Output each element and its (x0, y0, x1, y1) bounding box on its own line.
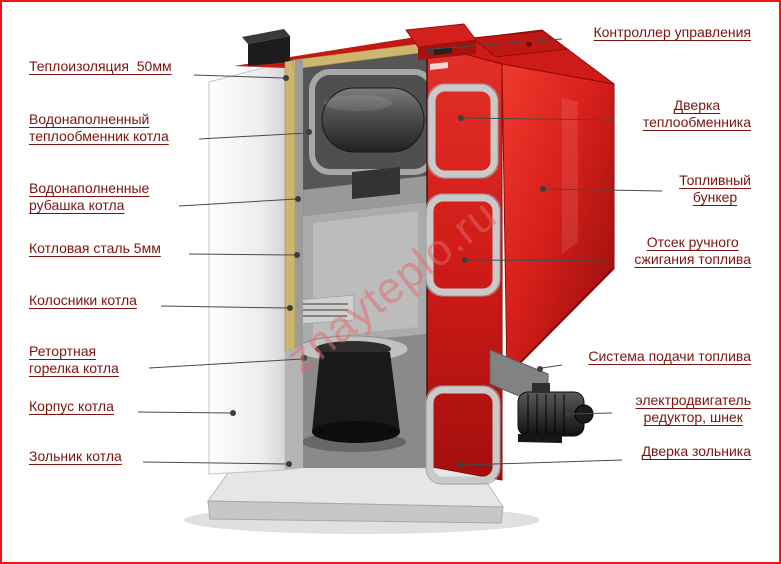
retort-burner (297, 335, 409, 443)
leader-water-jacket (178, 198, 297, 207)
leader-insulation (193, 74, 285, 79)
leader-ash-door (462, 459, 623, 466)
label-manual-compartment: Отсек ручного сжигания топлива (634, 234, 751, 268)
leader-retort-burner (148, 358, 303, 369)
leader-fuel-bunker (544, 188, 663, 192)
heat-exchanger-chamber (303, 46, 435, 190)
fuel-feed-system (489, 349, 594, 443)
boiler-steel-layer (295, 59, 303, 348)
leader-lines (137, 38, 663, 466)
boiler-casing (208, 61, 286, 475)
leader-manual-compartment (466, 259, 610, 262)
label-feed-system: Система подачи топлива (588, 348, 751, 364)
flue-slot (352, 167, 400, 199)
label-insulation: Теплоизоляция 50мм (29, 58, 172, 74)
leader-controller (431, 38, 563, 50)
label-controller: Контроллер управления (593, 24, 751, 40)
label-heat-exchanger: Водонаполненный теплообменник котла (29, 111, 169, 145)
bunker-lid (470, 30, 569, 58)
label-grate: Колосники котла (29, 292, 137, 308)
label-hx-door: Дверка теплообменника (642, 97, 751, 131)
leader-hx-door (462, 117, 615, 121)
flue-outlet (242, 29, 290, 66)
leader-body (137, 411, 232, 414)
door-ash-pan (425, 385, 501, 485)
label-fuel-bunker: Топливный бункер (679, 172, 751, 206)
leader-dots (230, 47, 571, 468)
label-boiler-steel: Котловая сталь 5мм (29, 240, 161, 256)
door-manual-compartment (425, 193, 501, 297)
leader-boiler-steel (188, 253, 296, 256)
label-motor: электродвигатель редуктор, шнек (635, 392, 752, 426)
heat-exchanger (321, 87, 425, 153)
leader-ash-pan (142, 461, 288, 465)
label-retort-burner: Ретортная горелка котла (29, 343, 119, 377)
lower-inner-wall (285, 346, 303, 470)
leader-grate (160, 305, 289, 309)
leader-motor (569, 412, 613, 415)
label-water-jacket: Водонаполненные рубашка котла (29, 180, 150, 214)
label-ash-pan: Зольник котла (29, 448, 122, 464)
leader-feed-system (541, 364, 563, 369)
label-ash-door: Дверка зольника (641, 443, 751, 459)
leader-heat-exchanger (198, 132, 308, 140)
label-body: Корпус котла (29, 398, 114, 414)
combustion-chamber (303, 202, 427, 346)
door-heat-exchanger (427, 83, 499, 179)
